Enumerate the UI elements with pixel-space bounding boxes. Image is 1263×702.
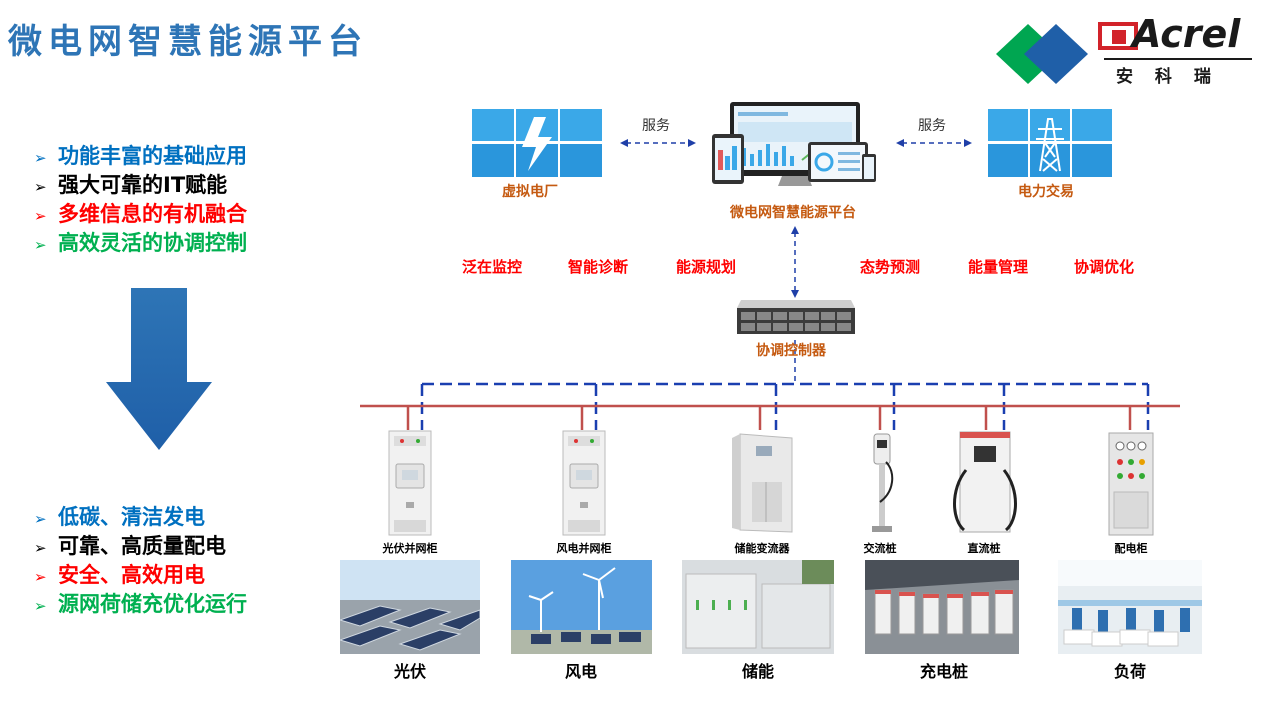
platform-label: 微电网智慧能源平台 [730, 205, 856, 221]
virtual-plant-label: 虚拟电厂 [502, 184, 558, 200]
wind-photo [511, 560, 652, 654]
device-label: 储能变流器 [734, 542, 790, 555]
dc-charger[interactable] [948, 430, 1022, 540]
service-right-label: 服务 [918, 118, 946, 134]
distribution-cabinet[interactable] [1108, 432, 1154, 540]
device-label: 光伏并网柜 [382, 542, 438, 555]
arrow-icon: ➢ [34, 149, 47, 167]
function-label: 态势预测 [860, 258, 921, 276]
photo-label: 储能 [741, 662, 774, 681]
cabinet-icon [388, 430, 432, 536]
power-tower-screen-icon [988, 109, 1112, 177]
multi-device-screens-icon [712, 102, 876, 186]
virtual-plant-node[interactable] [472, 109, 602, 177]
photo-label: 负荷 [1113, 662, 1146, 681]
power-trading-node[interactable] [988, 109, 1112, 177]
function-label: 泛在监控 [462, 258, 523, 276]
feature-item: ➢可靠、高质量配电 [34, 532, 247, 561]
logo-brand: Acrel [1132, 12, 1241, 56]
features-bottom: ➢低碳、清洁发电 ➢可靠、高质量配电 ➢安全、高效用电 ➢源网荷储充优化运行 [34, 503, 247, 619]
service-left-label: 服务 [642, 118, 670, 134]
lightning-screen-icon [472, 109, 602, 177]
platform-node[interactable] [712, 100, 878, 190]
cabinet-icon [562, 430, 606, 536]
dc-charger-icon [953, 431, 1017, 533]
down-arrow-icon [106, 288, 212, 450]
feature-item: ➢强大可靠的IT赋能 [34, 171, 247, 200]
controller-node[interactable] [735, 298, 857, 338]
device-label: 配电柜 [1114, 542, 1148, 555]
function-label: 能量管理 [968, 258, 1029, 276]
ac-charger[interactable] [866, 432, 898, 538]
wind-grid-cabinet[interactable] [562, 430, 606, 540]
controller-label: 协调控制器 [756, 343, 826, 359]
feature-item: ➢安全、高效用电 [34, 561, 247, 590]
device-label: 直流桩 [967, 542, 1001, 555]
pv-photo [340, 560, 480, 654]
pv-grid-cabinet[interactable] [388, 430, 432, 540]
arrow-icon: ➢ [34, 178, 47, 196]
logo-diamonds-icon [996, 22, 1138, 84]
storage-photo [682, 560, 834, 654]
load-photo [1058, 560, 1202, 654]
arrow-icon: ➢ [34, 568, 47, 586]
feature-item: ➢源网荷储充优化运行 [34, 590, 247, 619]
logo-cn: 安 科 瑞 [1116, 67, 1219, 87]
function-label: 能源规划 [676, 258, 737, 276]
feature-item: ➢多维信息的有机融合 [34, 200, 247, 229]
feature-item: ➢高效灵活的协调控制 [34, 229, 247, 258]
photo-label: 充电桩 [919, 662, 968, 681]
page-title: 微电网智慧能源平台 [8, 22, 368, 62]
arrow-icon: ➢ [34, 207, 47, 225]
feature-item: ➢功能丰富的基础应用 [34, 142, 247, 171]
rack-controller-icon [737, 300, 855, 334]
ac-charger-icon [872, 433, 894, 532]
arrow-icon: ➢ [34, 510, 47, 528]
function-label: 智能诊断 [568, 258, 629, 276]
acrel-logo: Acrel 安 科 瑞 [994, 12, 1256, 88]
features-top: ➢功能丰富的基础应用 ➢强大可靠的IT赋能 ➢多维信息的有机融合 ➢高效灵活的协… [34, 142, 247, 258]
arrow-icon: ➢ [34, 236, 47, 254]
storage-converter[interactable] [730, 432, 794, 538]
arrow-icon: ➢ [34, 539, 47, 557]
charger-photo [865, 560, 1019, 654]
distribution-cabinet-icon [1108, 432, 1154, 536]
arrow-icon: ➢ [34, 597, 47, 615]
device-label: 风电并网柜 [556, 542, 612, 555]
feature-item: ➢低碳、清洁发电 [34, 503, 247, 532]
photo-label: 光伏 [393, 662, 426, 681]
photo-label: 风电 [564, 662, 597, 681]
converter-icon [732, 433, 793, 533]
function-label: 协调优化 [1074, 258, 1135, 276]
power-trading-label: 电力交易 [1018, 184, 1074, 200]
logo-underline [1104, 58, 1252, 60]
device-label: 交流桩 [863, 542, 897, 555]
